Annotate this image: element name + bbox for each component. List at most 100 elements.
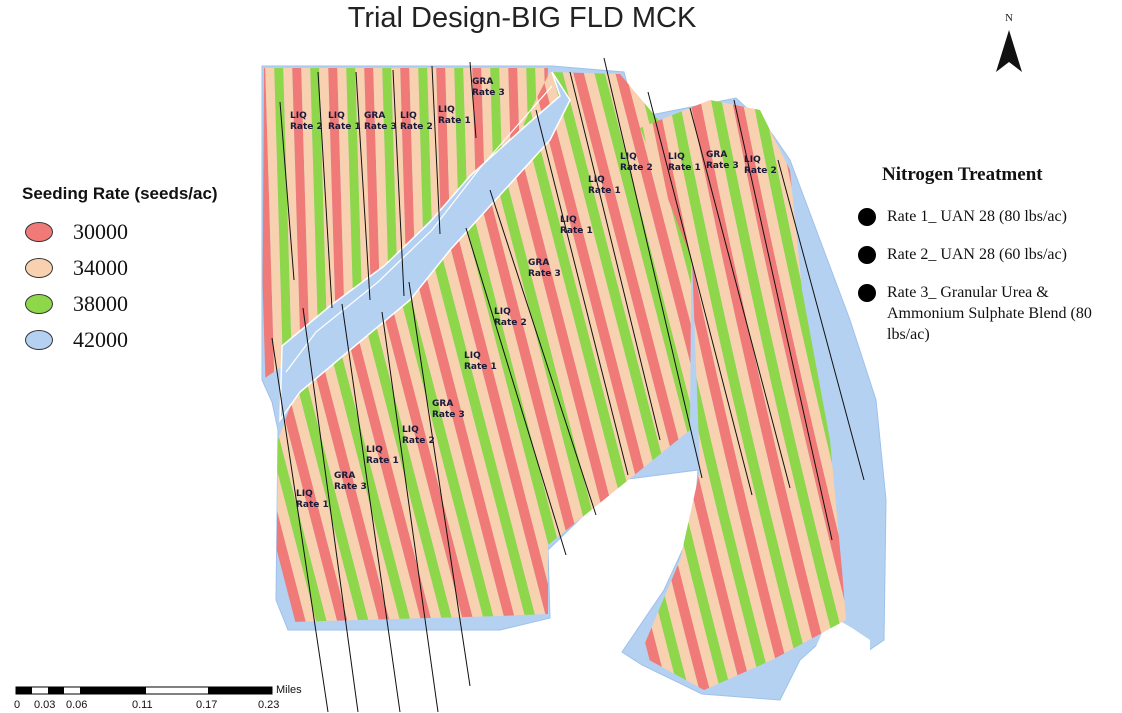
- nitrogen-item-rate-1: Rate 1_ UAN 28 (80 lbs/ac): [858, 206, 1118, 227]
- strip-guide-line: [355, 71, 371, 301]
- seeding-strip: [580, 72, 692, 622]
- seeding-strip: [276, 72, 353, 622]
- bullet-dot-icon: [858, 246, 876, 264]
- legend-swatch-42000: [25, 330, 53, 350]
- legend-item-42000: 42000: [22, 322, 218, 358]
- legend-label: 34000: [73, 255, 128, 280]
- seeding-strip: [475, 72, 636, 622]
- seeding-strip: [677, 100, 828, 690]
- nitrogen-legend-title: Nitrogen Treatment: [882, 164, 1043, 185]
- seeding-rate-legend: Seeding Rate (seeds/ac) 30000 34000 3800…: [22, 184, 218, 358]
- strip-guide-line: [469, 61, 477, 139]
- seeding-strip: [292, 68, 311, 380]
- scale-unit-label: Miles: [276, 684, 302, 696]
- map-title: Trial Design-BIG FLD MCK: [347, 2, 697, 34]
- seeding-strip: [601, 72, 692, 622]
- strip-guide-line: [271, 337, 329, 713]
- nitrogen-item-text: Rate 3_ Granular Urea & Ammonium Sulphat…: [887, 284, 1092, 343]
- seeding-strip: [591, 72, 692, 622]
- seeding-legend-title: Seeding Rate (seeds/ac): [22, 184, 218, 203]
- north-label: N: [1005, 12, 1013, 24]
- seeding-strip: [612, 72, 692, 622]
- nitrogen-treatment-legend: Nitrogen Treatment Rate 1_ UAN 28 (80 lb…: [858, 164, 1118, 362]
- scale-tick-label: 0.11: [132, 699, 153, 711]
- seeding-strip: [274, 68, 293, 380]
- north-arrow-icon: N: [996, 12, 1022, 72]
- seeding-strip: [265, 68, 284, 380]
- seeding-strip: [283, 68, 302, 380]
- legend-swatch-30000: [25, 222, 53, 242]
- bullet-dot-icon: [858, 208, 876, 226]
- scale-bar-graphic: [15, 686, 273, 695]
- scale-tick-label: 0.23: [258, 699, 280, 711]
- seeding-strip: [465, 72, 626, 622]
- seeding-strip: [719, 100, 846, 690]
- scale-tick-label: 0: [14, 699, 21, 711]
- strip-guide-line: [647, 91, 753, 496]
- legend-swatch-34000: [25, 258, 53, 278]
- strip-guide-line: [381, 311, 439, 713]
- strip-guide-line: [317, 71, 333, 309]
- strip-guide-line: [392, 69, 405, 297]
- seeding-strip: [276, 72, 321, 622]
- legend-item-38000: 38000: [22, 286, 218, 322]
- legend-swatch-38000: [25, 294, 53, 314]
- strip-guide-line: [302, 307, 359, 713]
- seeding-strip: [698, 100, 846, 690]
- strip-guide-line: [489, 189, 597, 516]
- nitrogen-item-rate-2: Rate 2_ UAN 28 (60 lbs/ac): [858, 244, 1118, 265]
- legend-item-30000: 30000: [22, 214, 218, 250]
- nitrogen-item-text: Rate 1_ UAN 28 (80 lbs/ac): [887, 208, 1067, 225]
- strip-guide-line: [465, 227, 567, 556]
- nitrogen-item-rate-3: Rate 3_ Granular Urea & Ammonium Sulphat…: [858, 282, 1118, 345]
- seeding-strip: [486, 72, 647, 622]
- strip-guide-line: [689, 107, 791, 489]
- seeding-strip: [301, 68, 320, 380]
- strip-guide-line: [777, 159, 865, 481]
- seeding-strip: [667, 100, 818, 690]
- strip-guide-line: [603, 57, 703, 479]
- strip-guide-line: [341, 303, 401, 713]
- strip-guide-line: [431, 65, 441, 235]
- road: [279, 71, 571, 423]
- nitrogen-item-text: Rate 2_ UAN 28 (60 lbs/ac): [887, 246, 1067, 263]
- seeding-strip: [276, 72, 332, 622]
- strip-guide-line: [569, 71, 661, 441]
- seeding-strip: [730, 100, 846, 690]
- bullet-dot-icon: [858, 284, 876, 302]
- seeding-strip: [656, 100, 807, 690]
- scale-bar: Miles 0 0.03 0.06 0.11 0.17 0.23: [14, 684, 314, 712]
- seeding-strip: [262, 68, 275, 380]
- scale-tick-label: 0.03: [34, 699, 56, 711]
- strip-guide-line: [279, 101, 295, 281]
- seeding-strip: [622, 72, 692, 622]
- seeding-strip: [709, 100, 846, 690]
- scale-tick-label: 0.17: [196, 699, 218, 711]
- seeding-strip: [740, 100, 846, 690]
- strip-guide-line: [733, 99, 833, 541]
- seeding-strip: [276, 72, 342, 622]
- legend-label: 38000: [73, 291, 128, 316]
